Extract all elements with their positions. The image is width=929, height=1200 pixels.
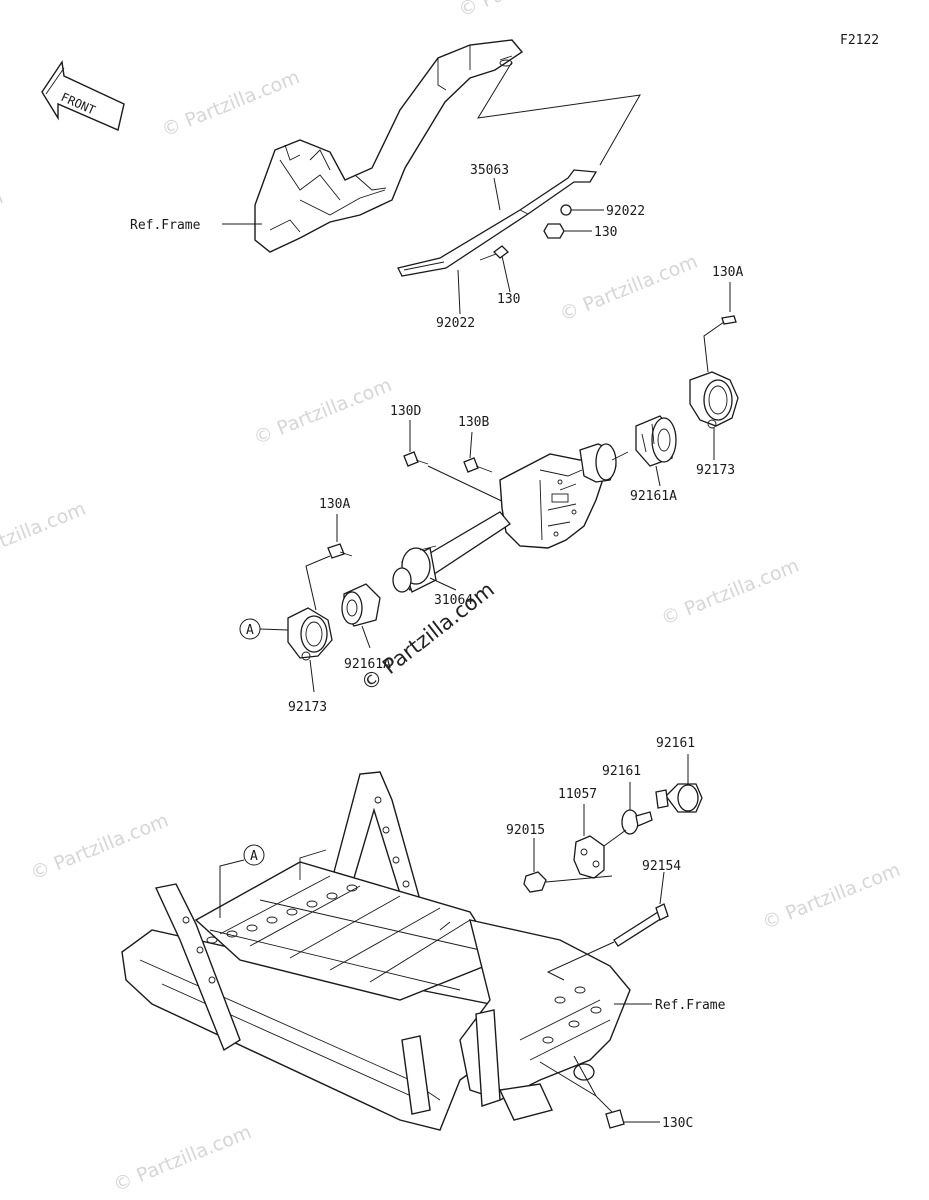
label-130B: 130B	[458, 415, 489, 430]
watermark: © Partzilla.com	[110, 1121, 254, 1196]
label-92161-top: 92161	[656, 736, 695, 751]
figure-code: F2122	[840, 33, 879, 48]
label-92022-left: 92022	[436, 316, 475, 331]
bolt-130A-right	[721, 315, 737, 325]
label-92022-right: 92022	[606, 204, 645, 219]
label-130A-right: 130A	[712, 265, 743, 280]
watermark: © Partzilla.com	[251, 374, 395, 449]
part-31064-shaft	[392, 511, 511, 593]
label-130-right: 130	[594, 225, 617, 240]
watermark: © Partzilla.com	[0, 498, 89, 573]
watermark: © Partzilla.com	[0, 186, 6, 261]
watermark: © Partzilla.com	[557, 250, 701, 325]
part-92173-left-cap	[287, 607, 333, 661]
bolt-130D	[403, 451, 419, 467]
frame-upper-section	[254, 39, 641, 253]
label-92161-mid: 92161	[602, 764, 641, 779]
label-ref-frame-bottom: Ref.Frame	[655, 998, 726, 1013]
bolt-130C	[595, 1095, 625, 1129]
label-130-left: 130	[497, 292, 520, 307]
label-130A-left: 130A	[319, 497, 350, 512]
label-ref-frame-top: Ref.Frame	[130, 218, 201, 233]
front-arrow-icon: FRONT	[41, 60, 125, 131]
bolt-130-left	[479, 245, 509, 261]
part-92161A-right-damper	[635, 415, 677, 467]
label-92173-left: 92173	[288, 700, 327, 715]
nut-92015	[523, 871, 547, 893]
engine-mount-bracket	[499, 443, 629, 549]
bolt-130A-left	[327, 543, 345, 559]
part-92161A-left-damper	[341, 583, 381, 627]
label-92161A-right: 92161A	[630, 489, 677, 504]
watermark: © Partzilla.com	[658, 555, 802, 630]
label-92015: 92015	[506, 823, 545, 838]
part-92173-right-cap	[689, 371, 739, 429]
label-31064: 31064	[434, 593, 473, 608]
label-130C: 130C	[662, 1116, 693, 1131]
part-35063-brace	[397, 169, 598, 277]
watermark: © Partzilla.com	[455, 0, 599, 22]
label-92154: 92154	[642, 859, 681, 874]
label-35063: 35063	[470, 163, 509, 178]
label-A-lower: A	[250, 849, 258, 864]
label-92173-right: 92173	[696, 463, 735, 478]
main-frame-lower	[121, 771, 631, 1131]
nut-130-right	[543, 223, 565, 239]
watermark: © Partzilla.com	[159, 66, 303, 141]
label-A-upper: A	[246, 623, 254, 638]
label-130D: 130D	[390, 404, 421, 419]
label-92161A-left: 92161A	[344, 657, 391, 672]
part-92154-long-bolt	[613, 903, 669, 947]
part-92161-top	[655, 783, 703, 813]
bolt-130B	[463, 457, 479, 473]
part-92161-mid	[621, 809, 653, 835]
washer-92022-right	[560, 204, 572, 216]
watermark: © Partzilla.com	[28, 809, 172, 884]
label-11057: 11057	[558, 787, 597, 802]
part-11057-bracket	[573, 835, 605, 879]
watermark: © Partzilla.com	[759, 859, 903, 934]
